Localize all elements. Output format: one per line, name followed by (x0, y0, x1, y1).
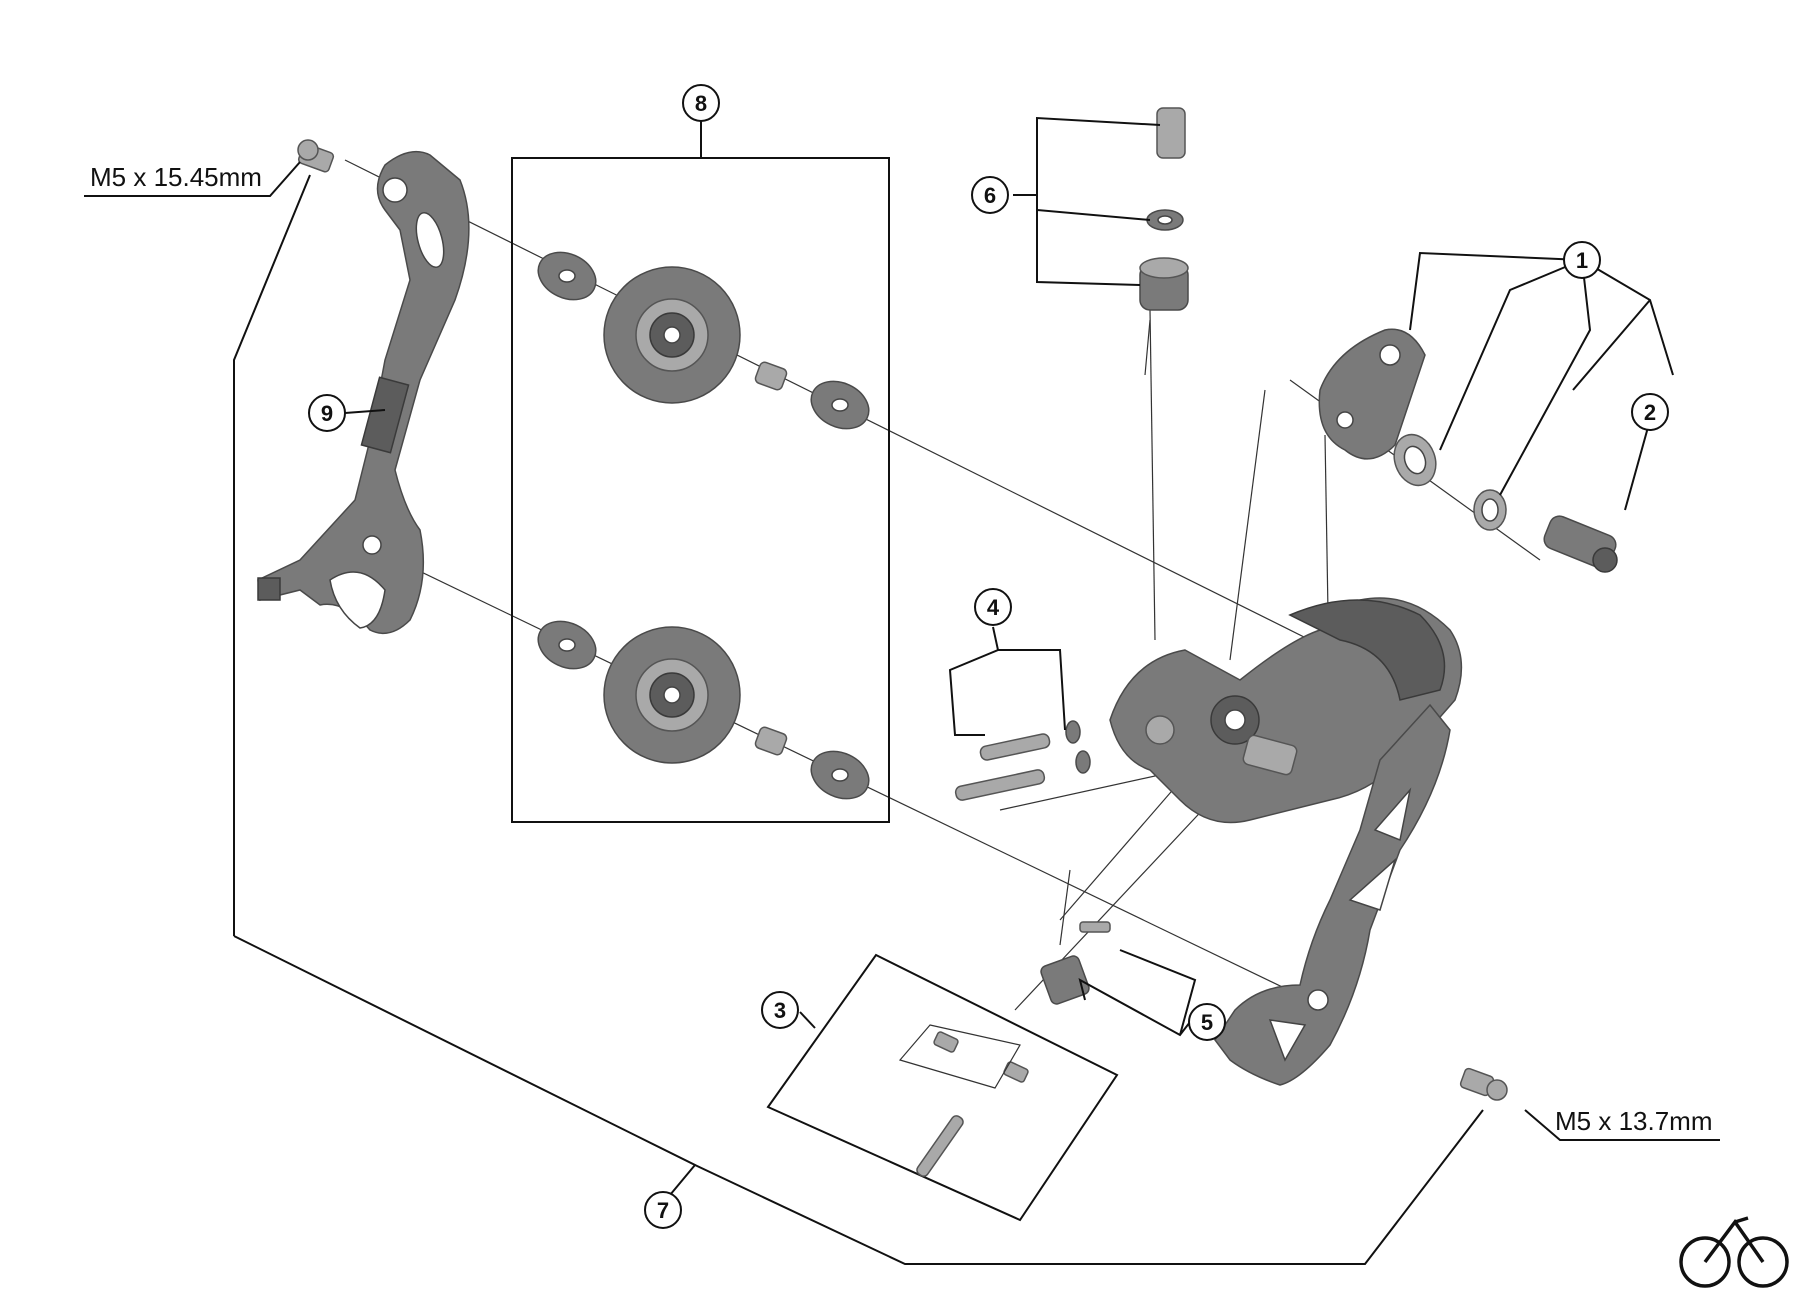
callout-9: 9 (308, 394, 346, 432)
callout-2: 2 (1631, 393, 1669, 431)
b-link-fixing-set (1318, 328, 1618, 573)
svg-text:9: 9 (321, 401, 333, 426)
svg-text:4: 4 (987, 595, 1000, 620)
upper-bolt-spec-label: M5 x 15.45mm (90, 162, 262, 192)
callout-1: 1 (1563, 241, 1601, 279)
outer-cage-plate (1214, 703, 1451, 1086)
svg-text:5: 5 (1201, 1010, 1213, 1035)
callout-5: 5 (1188, 1003, 1226, 1041)
svg-text:6: 6 (984, 183, 996, 208)
svg-text:1: 1 (1576, 248, 1588, 273)
leader-lines (84, 116, 1720, 1265)
callout-3: 3 (761, 991, 799, 1029)
tension-screw-box (766, 953, 1119, 1222)
callout-8: 8 (682, 84, 720, 122)
lower-bolt-spec-label: M5 x 13.7mm (1555, 1106, 1713, 1136)
svg-text:3: 3 (774, 998, 786, 1023)
inner-cage-plate (257, 150, 470, 635)
callout-7: 7 (644, 1191, 682, 1229)
svg-text:2: 2 (1644, 400, 1656, 425)
callout-4: 4 (974, 588, 1012, 626)
tension-screw-set (898, 1024, 1029, 1177)
upper-pulley (537, 251, 870, 430)
svg-text:7: 7 (657, 1198, 669, 1223)
bicycle-logo-icon (1679, 1216, 1789, 1288)
cage-bolt-lower (1459, 1067, 1508, 1101)
lower-pulley (537, 620, 870, 800)
callout-6: 6 (971, 176, 1009, 214)
svg-text:8: 8 (695, 91, 707, 116)
stopper-bolt (1040, 921, 1111, 1005)
cable-adjuster-set (1139, 107, 1189, 311)
adjust-screws (954, 720, 1091, 801)
derailleur-body (1109, 597, 1463, 824)
cage-bolt-upper (297, 139, 335, 173)
